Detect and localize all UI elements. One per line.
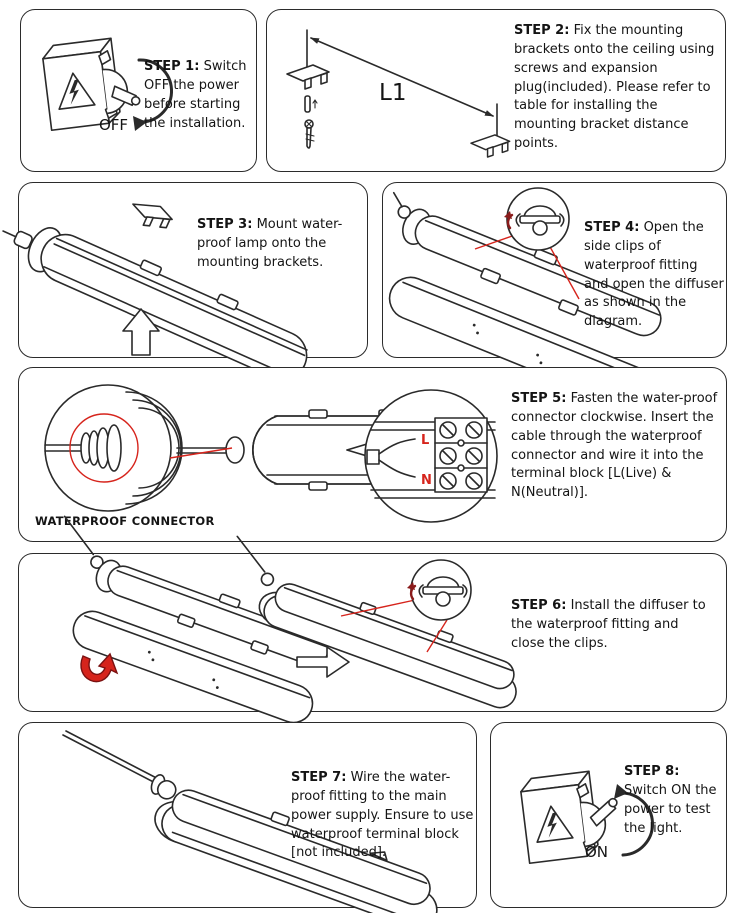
up-arrow-icon [122,308,160,356]
cable-gland-icon [156,779,177,800]
terminal-live-label: L [421,433,429,448]
step5-panel: L N WATERPROOF CONNECTOR STEP 5: Fasten … [18,367,727,542]
cable-stub-icon [366,449,380,465]
waterproof-connector-caption: WATERPROOF CONNECTOR [35,514,215,528]
red-pointer-line [169,447,233,459]
step1-text: STEP 1: Switch OFF the power before star… [144,59,247,131]
closed-lamp-icon [236,535,517,709]
electric-hazard-triangle-icon [536,805,574,843]
step6-text: STEP 6: Install the diffuser to the wate… [511,598,706,651]
neutral-wire-icon [378,459,416,478]
electric-hazard-triangle-icon [58,72,96,110]
terminal-neutral-label: N [421,473,432,488]
waterproof-fitting-icon [392,191,662,337]
step4-panel: STEP 4: Open the side clips of waterproo… [382,182,727,417]
cable-gland-icon [397,205,412,219]
step1-label: STEP 1: [144,59,200,74]
waterproof-fitting-icon [63,515,329,667]
step5-label: STEP 5: [511,391,567,406]
screw-icon [304,119,315,149]
switch-on-illustration [520,770,654,865]
dimension-label: L1 [379,80,407,106]
step2-text: STEP 2: Fix the mounting brackets onto t… [514,23,715,152]
step1-panel: OFF STEP 1: Switch OFF the power before … [20,9,257,172]
step5-text: STEP 5: Fasten the water-proof connector… [511,391,718,501]
waterproof-lamp-icon [2,227,308,381]
step8-label: STEP 8: [624,764,680,779]
close-rotation-arrow-icon [409,584,417,601]
wiring-illustration: L N [44,384,498,523]
cable-gland-icon [225,436,245,464]
step7-panel: STEP 7: Wire the water-proof fitting to … [18,722,477,913]
gland-rings-icon [80,424,122,472]
live-wire-icon [378,438,416,455]
expansion-plug-icon [304,95,318,113]
red-highlight-circle [69,413,139,483]
off-label: OFF [99,116,129,134]
mains-cable-icon [62,734,168,790]
step4-label: STEP 4: [584,220,640,235]
clip-icon [359,601,377,616]
step7-text: STEP 7: Wire the water-proof fitting to … [291,770,474,861]
step6-label: STEP 6: [511,598,567,613]
red-pointer-line [426,619,448,653]
step8-text: STEP 8: Switch ON the power to test the … [624,764,717,836]
step2-panel: L1 STEP 2: Fix the mounting brackets ont… [266,9,726,172]
clip-icon [216,293,239,311]
wire-to-mains-illustration [62,730,438,913]
clip-icon [270,811,290,827]
clip-icon [139,259,162,277]
clip-icon [558,299,579,316]
terminal-screws-icon [434,417,488,493]
rotate-on-arrow-icon [618,791,654,857]
mounting-distance-illustration [286,29,511,158]
clip-detail-icon [504,205,565,236]
clip-detail-icon [407,576,468,607]
switch-box-icon [42,37,141,132]
close-diffuser-illustration [63,515,517,724]
magnifier-circle [407,559,472,621]
step3-text: STEP 3: Mount water-proof lamp onto the … [197,217,343,270]
mount-lamp-illustration [2,203,308,381]
clip-icon [480,267,501,285]
flip-up-arrow-icon [80,652,119,683]
step3-label: STEP 3: [197,217,253,232]
mounting-bracket-icon [470,134,511,158]
switch-lever-off [111,85,137,107]
open-rotation-arrow-icon [506,213,514,230]
step3-panel: STEP 3: Mount water-proof lamp onto the … [2,182,368,381]
red-pointer-line [340,599,416,617]
diffuser-icon [72,610,314,724]
switch-box-icon [520,770,618,865]
terminal-block-circle: L N [364,389,498,523]
step6-panel: STEP 6: Install the diffuser to the wate… [18,515,727,724]
waterproof-connector-circle [44,384,183,512]
step8-panel: ON STEP 8: Switch ON the power to test t… [490,722,727,908]
installed-lamp-icon [150,774,438,913]
mounting-bracket-icon [132,203,173,229]
dimension-line [310,37,494,117]
mounting-bracket-icon [286,64,330,90]
cable-gland-icon [260,572,275,587]
rotate-off-arrow-icon [137,58,173,124]
step2-label: STEP 2: [514,23,570,38]
clip-icon [176,613,196,628]
clip-icon [250,640,269,655]
red-pointer-line [548,244,580,300]
mounting-bracket-icon [369,851,388,862]
switch-lever-on [589,800,617,827]
switch-off-illustration [42,37,173,132]
on-label: ON [585,843,609,861]
magnifier-circle [504,187,570,251]
step7-label: STEP 7: [291,770,347,785]
step4-text: STEP 4: Open the side clips of waterproo… [584,220,724,330]
next-step-arrow-icon [296,646,350,678]
red-pointer-line [474,234,516,250]
